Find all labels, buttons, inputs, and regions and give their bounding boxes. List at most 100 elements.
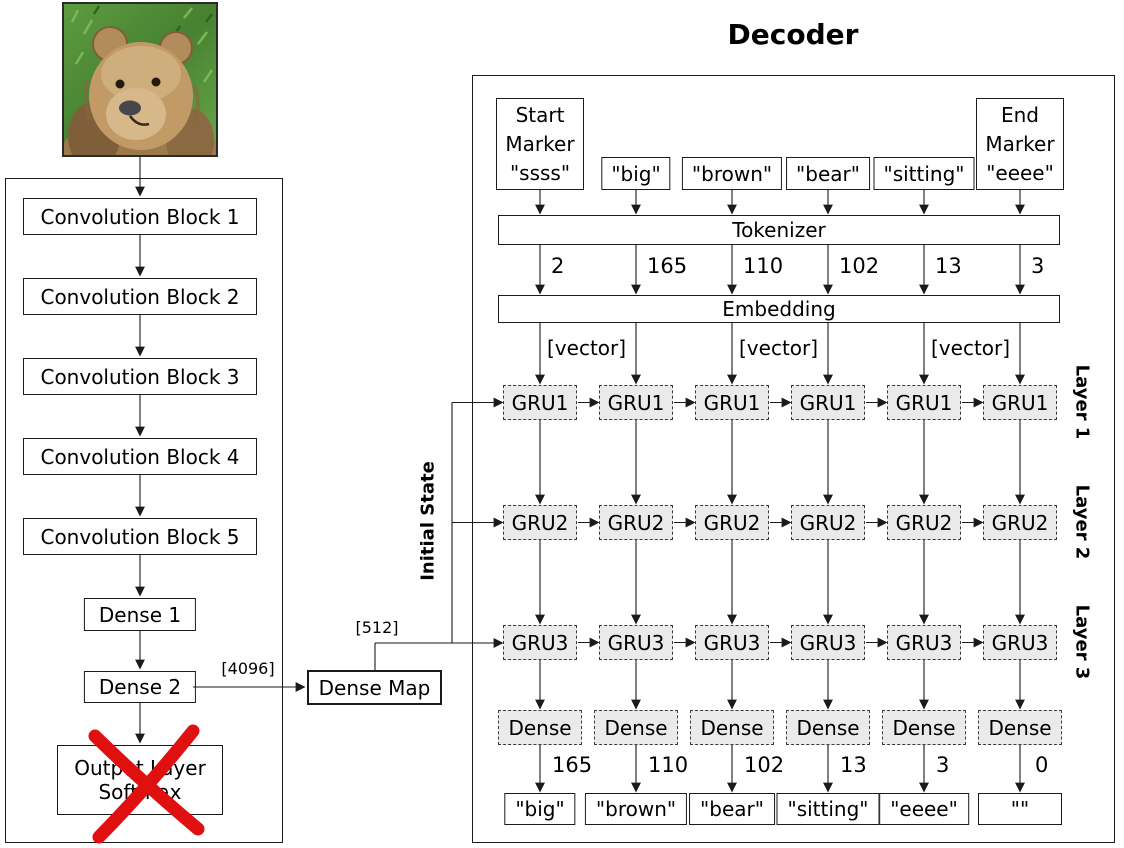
gru1-label: GRU1 [703, 390, 761, 415]
conv-block-2-label: Convolution Block 2 [40, 284, 240, 309]
layer-1-label: Layer 1 [1071, 364, 1093, 440]
output-id-0: 165 [552, 753, 593, 777]
gru3-box-5: GRU3 [983, 625, 1057, 660]
end-marker-line2: Marker [985, 131, 1055, 156]
input-token-big-label: "big" [611, 161, 661, 186]
output-word-sitting: "sitting" [776, 793, 880, 825]
start-marker-line2: Marker [505, 131, 575, 156]
input-token-bear: "bear" [786, 157, 870, 190]
output-word-brown: "brown" [584, 793, 688, 825]
gru2-box-5: GRU2 [983, 505, 1057, 540]
dense-map-label: Dense Map [318, 675, 431, 700]
gru2-label: GRU2 [511, 510, 569, 535]
conv-block-5: Convolution Block 5 [23, 518, 257, 555]
input-token-sitting-label: "sitting" [883, 161, 965, 186]
gru1-box-3: GRU1 [791, 385, 865, 420]
start-marker-line1: Start [515, 102, 565, 127]
gru1-box-4: GRU1 [887, 385, 961, 420]
gru3-label: GRU3 [607, 630, 665, 655]
dense-map-size-label: [512] [355, 618, 399, 637]
output-word-bear: "bear" [689, 793, 775, 825]
dense-out-label: Dense [892, 715, 956, 740]
gru3-label: GRU3 [895, 630, 953, 655]
gru3-box-3: GRU3 [791, 625, 865, 660]
gru3-box-4: GRU3 [887, 625, 961, 660]
output-word-eeee: "eeee" [879, 793, 969, 825]
tokenizer-label: Tokenizer [732, 218, 826, 242]
gru1-label: GRU1 [991, 390, 1049, 415]
gru1-label: GRU1 [895, 390, 953, 415]
gru1-label: GRU1 [607, 390, 665, 415]
start-marker-box: Start Marker "ssss" [496, 98, 584, 190]
token-id-1: 165 [647, 254, 688, 278]
dense2-size-label: [4096] [221, 659, 275, 678]
gru2-box-3: GRU2 [791, 505, 865, 540]
gru3-box-2: GRU3 [695, 625, 769, 660]
gru3-box-1: GRU3 [599, 625, 673, 660]
output-word-big-label: "big" [515, 797, 565, 821]
dense-out-label: Dense [508, 715, 572, 740]
gru1-label: GRU1 [799, 390, 857, 415]
output-word-brown-label: "brown" [595, 797, 677, 821]
output-layer-softmax-box: Output Layer Softmax [57, 745, 223, 815]
conv-block-4: Convolution Block 4 [23, 438, 257, 475]
embedding-bar: Embedding [498, 295, 1060, 323]
bear-input-image [58, 2, 222, 214]
end-marker-line1: End [1000, 102, 1039, 127]
conv-block-1-label: Convolution Block 1 [40, 204, 240, 229]
conv-block-4-label: Convolution Block 4 [40, 444, 240, 469]
end-marker-line3: "eeee" [986, 160, 1054, 185]
input-token-sitting: "sitting" [873, 157, 975, 190]
dense-out-box-5: Dense [978, 710, 1062, 745]
dense-1-label: Dense 1 [98, 602, 182, 627]
conv-block-2: Convolution Block 2 [23, 278, 257, 315]
input-token-brown-label: "brown" [691, 161, 773, 186]
embedding-label: Embedding [722, 297, 836, 321]
gru3-label: GRU3 [511, 630, 569, 655]
end-marker-box: End Marker "eeee" [976, 98, 1064, 190]
bear-illustration [58, 4, 222, 214]
output-layer-label: Output Layer [74, 756, 206, 780]
dense-out-label: Dense [604, 715, 668, 740]
token-id-4: 13 [935, 254, 962, 278]
tokenizer-bar: Tokenizer [498, 215, 1060, 245]
dense-out-box-0: Dense [498, 710, 582, 745]
conv-block-3-label: Convolution Block 3 [40, 364, 240, 389]
gru2-box-4: GRU2 [887, 505, 961, 540]
conv-block-1: Convolution Block 1 [23, 198, 257, 235]
dense-2-label: Dense 2 [98, 675, 182, 699]
decoder-title: Decoder [727, 18, 859, 51]
output-id-5: 0 [1035, 753, 1049, 777]
gru1-box-1: GRU1 [599, 385, 673, 420]
gru2-label: GRU2 [895, 510, 953, 535]
dense-2-box: Dense 2 [83, 671, 197, 703]
conv-block-5-label: Convolution Block 5 [40, 524, 240, 549]
dense-out-box-4: Dense [882, 710, 966, 745]
gru2-box-0: GRU2 [503, 505, 577, 540]
output-word-sitting-label: "sitting" [787, 797, 869, 821]
gru1-label: GRU1 [511, 390, 569, 415]
output-word-empty-label: "" [1010, 797, 1030, 821]
input-token-brown: "brown" [681, 157, 783, 190]
softmax-label: Softmax [98, 780, 182, 804]
input-token-bear-label: "bear" [796, 161, 860, 186]
layer-2-label: Layer 2 [1071, 484, 1093, 560]
output-word-eeee-label: "eeee" [890, 797, 958, 821]
conv-block-3: Convolution Block 3 [23, 358, 257, 395]
gru1-box-0: GRU1 [503, 385, 577, 420]
token-id-5: 3 [1031, 254, 1045, 278]
vector-label-2: [vector] [931, 336, 1011, 360]
output-id-2: 102 [744, 753, 785, 777]
gru2-label: GRU2 [799, 510, 857, 535]
layer-3-label: Layer 3 [1071, 604, 1093, 680]
dense-map-box: Dense Map [307, 670, 442, 705]
token-id-3: 102 [839, 254, 880, 278]
gru1-box-2: GRU1 [695, 385, 769, 420]
gru2-label: GRU2 [607, 510, 665, 535]
dense-out-label: Dense [796, 715, 860, 740]
input-token-big: "big" [601, 157, 671, 190]
dense-out-box-2: Dense [690, 710, 774, 745]
token-id-0: 2 [551, 254, 565, 278]
gru1-box-5: GRU1 [983, 385, 1057, 420]
